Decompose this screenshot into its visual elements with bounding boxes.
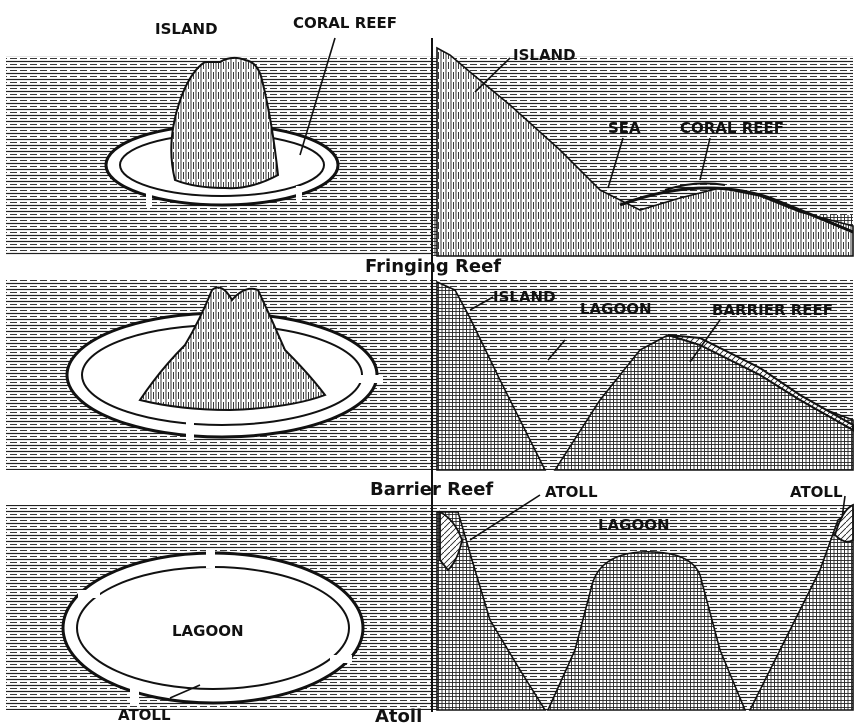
panel-atoll: LAGOON ATOLL ATOLL LAGOON ATOLL Atoll [6, 483, 853, 726]
atoll-right1-label: ATOLL [545, 483, 598, 501]
fringing-island-right-label: ISLAND [513, 46, 576, 64]
barrier-reef-label: BARRIER REEF [712, 301, 833, 319]
atoll-ring-gap-2 [78, 590, 100, 598]
fringing-coral-reef-right-label: CORAL REEF [680, 119, 784, 137]
fringing-reef-caption: Fringing Reef [365, 256, 501, 277]
barrier-lagoon-label: LAGOON [580, 300, 652, 318]
atoll-right2-label: ATOLL [790, 483, 843, 501]
atoll-ring-gap-4 [330, 655, 352, 663]
atoll-ring-gap-1 [206, 550, 215, 568]
fringing-coral-reef-label: CORAL REEF [293, 14, 397, 32]
atoll-lagoon-right-label: LAGOON [598, 516, 670, 534]
barrier-ring-gap-2 [353, 375, 383, 383]
barrier-ring-gap-1 [186, 420, 194, 440]
atoll-caption: Atoll [375, 706, 422, 726]
fringing-ring-gap-2 [296, 186, 302, 202]
fringing-sea-label: SEA [608, 119, 641, 137]
fringing-ring-gap-1 [146, 192, 152, 208]
panel-barrier: ISLAND LAGOON BARRIER REEF Barrier Reef [6, 280, 853, 500]
panel-fringing: ISLAND CORAL REEF ISLAND SEA CORAL REEF … [6, 14, 853, 277]
fringing-island-label: ISLAND [155, 20, 218, 38]
barrier-island-label: ISLAND [493, 288, 556, 306]
atoll-bottom-label: ATOLL [118, 706, 171, 724]
atoll-ring-gap-3 [130, 686, 139, 706]
atoll-lagoon-left-label: LAGOON [172, 622, 244, 640]
